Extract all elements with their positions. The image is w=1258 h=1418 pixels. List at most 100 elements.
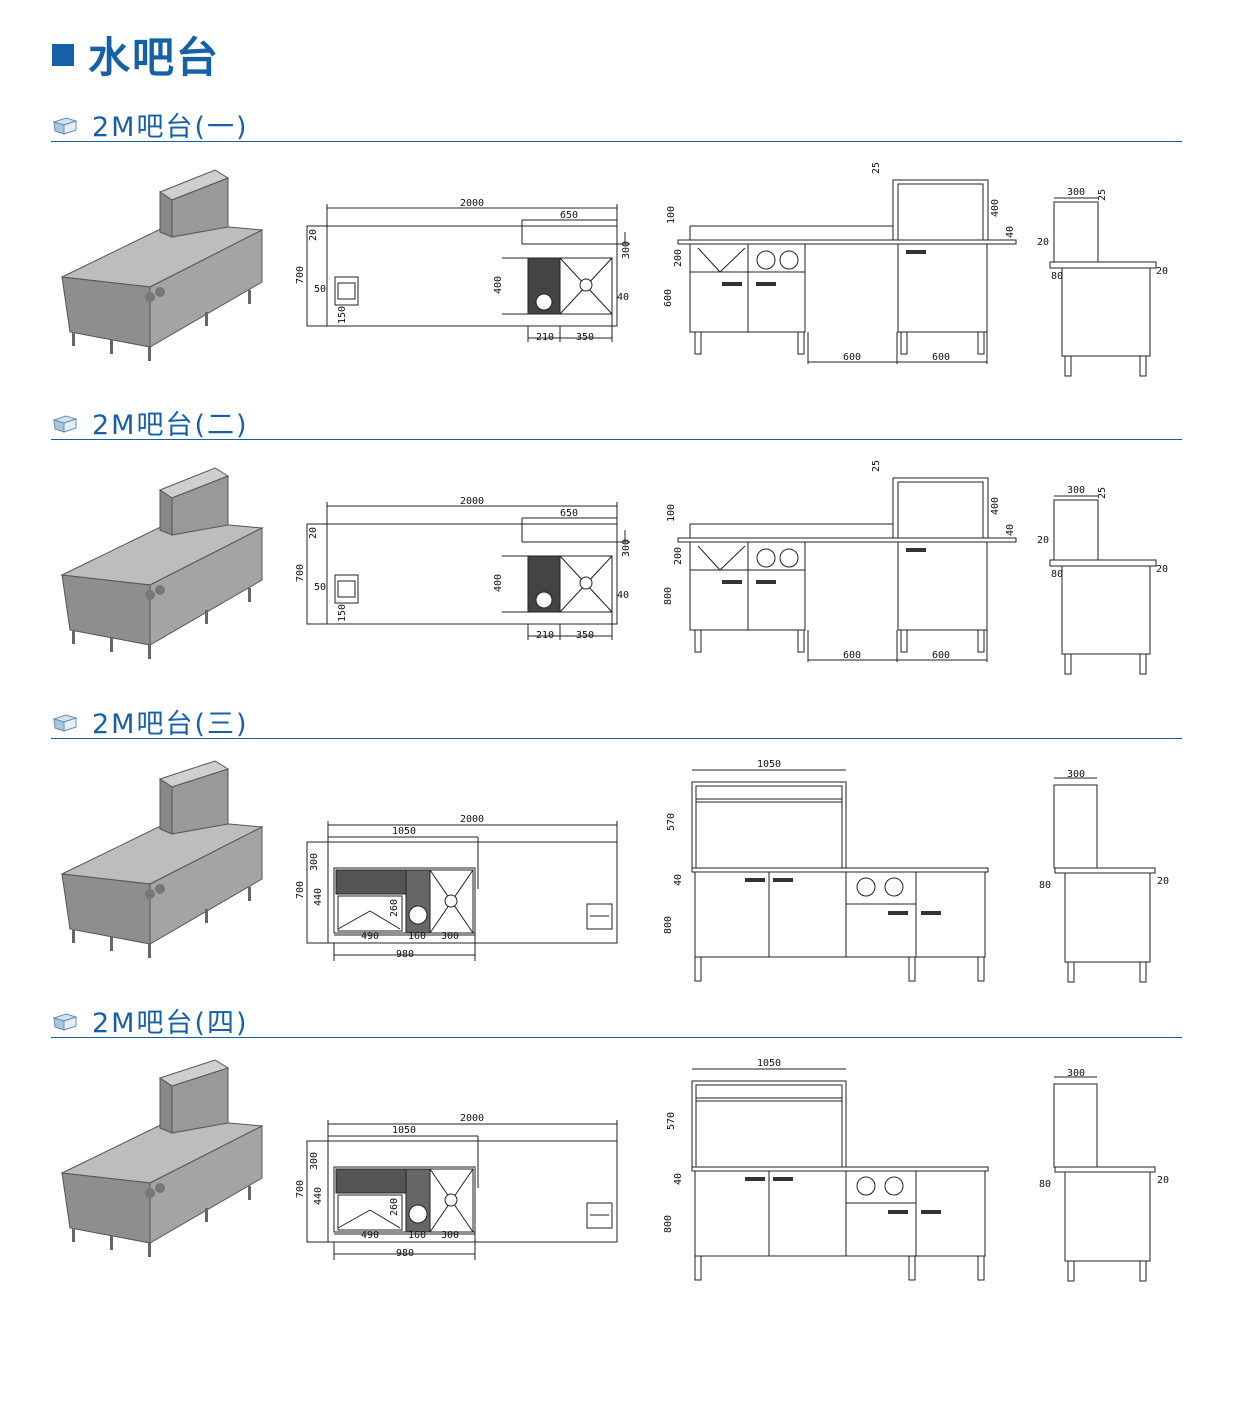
dimension-label: 400 [990, 497, 1001, 515]
dimension-label: 100 [666, 504, 677, 522]
dimension-label: 25 [1097, 189, 1108, 201]
dimension-label: 650 [560, 508, 578, 519]
dimension-label: 700 [295, 564, 306, 582]
dimension-label: 20 [308, 527, 319, 539]
dimension-label: 20 [1156, 564, 1168, 575]
dimension-label: 20 [308, 229, 319, 241]
bar-counter-icon [52, 713, 78, 732]
front-view-drawing: 1050 570 40 800 [663, 1058, 989, 1281]
side-view-drawing: 300 25 20 80 20 [1037, 187, 1168, 377]
dimension-label: 20 [1037, 237, 1049, 248]
dimension-label: 40 [617, 292, 629, 303]
dimension-label: 2000 [460, 1113, 484, 1124]
dimension-label: 300 [1067, 187, 1085, 198]
dimension-label: 600 [663, 289, 674, 307]
dimension-label: 2000 [460, 496, 484, 507]
dimension-label: 260 [389, 1198, 400, 1216]
dimension-label: 2000 [460, 198, 484, 209]
dimension-label: 1050 [757, 1058, 781, 1069]
dimension-label: 400 [990, 199, 1001, 217]
dimension-label: 25 [1097, 487, 1108, 499]
page-title-text: 水吧台 [88, 33, 221, 82]
dimension-label: 400 [493, 276, 504, 294]
dimension-label: 700 [295, 1180, 306, 1198]
section-heading: 2M吧台(三) [52, 702, 249, 741]
dimension-label: 600 [932, 352, 950, 363]
dimension-label: 80 [1039, 1179, 1051, 1190]
bar-counter-icon [52, 1012, 78, 1031]
dimension-label: 160 [408, 931, 426, 942]
dimension-label: 490 [361, 931, 379, 942]
section-heading-text: 2M吧台(一) [92, 112, 249, 143]
dimension-label: 400 [493, 574, 504, 592]
dimension-label: 25 [871, 460, 882, 472]
dimension-label: 40 [673, 874, 684, 886]
dimension-label: 800 [663, 587, 674, 605]
dimension-label: 800 [663, 916, 674, 934]
dimension-label: 1050 [392, 1125, 416, 1136]
dimension-label: 440 [313, 1187, 324, 1205]
dimension-label: 20 [1156, 266, 1168, 277]
dimension-label: 300 [441, 931, 459, 942]
isometric-product-image [60, 467, 264, 659]
dimension-label: 210 [536, 630, 554, 641]
front-view-drawing: 1050 570 40 800 [663, 759, 989, 982]
side-view-drawing: 300 80 20 [1039, 769, 1169, 983]
dimension-label: 1050 [757, 759, 781, 770]
dimension-label: 570 [666, 813, 677, 831]
section-heading: 2M吧台(一) [52, 105, 249, 144]
section-divider [51, 439, 1182, 440]
dimension-label: 100 [666, 206, 677, 224]
isometric-product-image [60, 169, 264, 361]
dimension-label: 300 [1067, 769, 1085, 780]
section-heading-text: 2M吧台(二) [92, 410, 249, 441]
dimension-label: 150 [337, 306, 348, 324]
dimension-label: 300 [1067, 485, 1085, 496]
dimension-label: 300 [621, 241, 632, 259]
section-divider [51, 738, 1182, 739]
section-heading-text: 2M吧台(四) [92, 1008, 249, 1039]
dimension-label: 210 [536, 332, 554, 343]
section-heading: 2M吧台(四) [52, 1001, 249, 1040]
dimension-label: 300 [309, 1152, 320, 1170]
dimension-label: 20 [1157, 1175, 1169, 1186]
section-divider [51, 141, 1182, 142]
side-view-drawing: 300 25 20 80 20 [1037, 485, 1168, 675]
dimension-label: 80 [1051, 569, 1063, 580]
dimension-label: 570 [666, 1112, 677, 1130]
dimension-label: 1050 [392, 826, 416, 837]
dimension-label: 350 [576, 630, 594, 641]
dimension-label: 700 [295, 881, 306, 899]
dimension-label: 20 [1157, 876, 1169, 887]
dimension-label: 300 [309, 853, 320, 871]
dimension-label: 20 [1037, 535, 1049, 546]
dimension-label: 200 [673, 249, 684, 267]
dimension-label: 40 [617, 590, 629, 601]
dimension-label: 50 [314, 284, 326, 295]
dimension-label: 80 [1039, 880, 1051, 891]
dimension-label: 490 [361, 1230, 379, 1241]
dimension-label: 350 [576, 332, 594, 343]
dimension-label: 40 [673, 1173, 684, 1185]
dimension-label: 300 [1067, 1068, 1085, 1079]
dimension-label: 700 [295, 266, 306, 284]
dimension-label: 150 [337, 604, 348, 622]
dimension-label: 980 [396, 1248, 414, 1259]
dimension-label: 80 [1051, 271, 1063, 282]
isometric-product-image [60, 1059, 264, 1257]
section-divider [51, 1037, 1182, 1038]
dimension-label: 800 [663, 1215, 674, 1233]
dimension-label: 600 [843, 650, 861, 661]
dimension-label: 40 [1005, 524, 1016, 536]
